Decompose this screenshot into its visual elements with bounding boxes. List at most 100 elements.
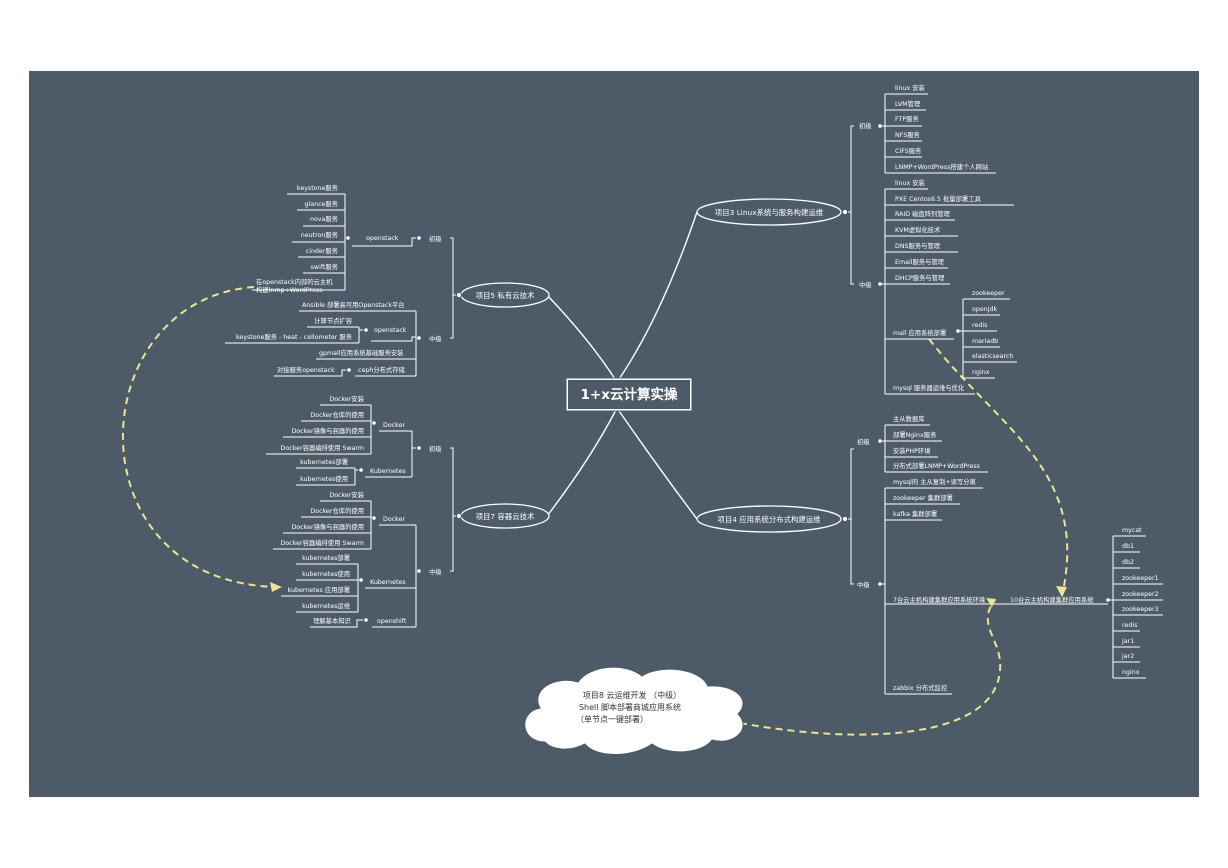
list-item: glance服务 [304, 199, 338, 208]
p7-g1-kube: Kubernetes [370, 468, 406, 475]
list-item: linux 安装 [895, 83, 926, 92]
list-item: neutron服务 [301, 230, 339, 239]
p5-ansible: Ansible 部署高可用Openstack平台 [302, 300, 405, 309]
list-item: Docker安装 [329, 394, 364, 403]
p5-ceph: ceph分布式存储 [358, 365, 406, 374]
arrow-head-icon [270, 582, 282, 592]
p7-g1-docker-items: Docker安装 Docker仓库的使用 Docker镜像与容器的使用 Dock… [266, 394, 371, 455]
list-item: db1 [1122, 543, 1134, 550]
list-item: 主从数据库 [893, 414, 924, 423]
list-item: kubernetes使用 [302, 569, 350, 578]
list-item: Docker容器编排使用 Swarm [281, 538, 364, 547]
p5-ceph-item: 对接服务openstack [277, 365, 335, 374]
list-item: Docker安装 [329, 490, 364, 499]
list-item: zookeeper 集群部署 [893, 493, 953, 502]
project5: 项目5 私有云技术 初级 openstack keystone服务 glance… [225, 183, 550, 377]
list-item: zookeeper [972, 290, 1005, 297]
list-item: cinder服务 [306, 246, 339, 255]
list-item: mycat [1122, 527, 1142, 534]
list-item: 分布式部署LNMP+WordPress [893, 461, 980, 470]
list-item: nginx [1122, 669, 1140, 676]
p4-g1-label: 初级 [857, 437, 870, 446]
arrow-head-icon [1056, 586, 1067, 597]
list-item: redis [972, 322, 987, 329]
list-item: PXE Centos6.5 批量部署工具 [895, 194, 981, 203]
list-item: zookeeper2 [1122, 591, 1159, 598]
list-item: jar2 [1121, 653, 1134, 660]
list-item: Docker仓库的使用 [310, 506, 364, 515]
list-item: KVM虚拟化技术 [895, 225, 941, 234]
p7-g2-label: 中级 [429, 567, 442, 576]
root-title: 1+x云计算实操 [581, 386, 678, 403]
list-item-line2: 构建lnmp+WordPress [256, 285, 323, 294]
list-item: swift服务 [311, 262, 339, 271]
p3-g1-label: 初级 [859, 121, 872, 130]
p3-mall-label: mall 应用系统部署 [893, 328, 946, 337]
p5-g1-openstack: openstack [366, 235, 399, 242]
list-item: linux 安装 [895, 178, 926, 187]
list-item: kubernetes部署 [300, 457, 348, 466]
project3-title: 项目3 Linux系统与服务构建运维 [715, 208, 824, 217]
project5-title: 项目5 私有云技术 [476, 291, 535, 300]
trunk-connectors [546, 211, 698, 520]
list-item: mariadb [972, 338, 998, 345]
list-item: kafka 集群部署 [893, 509, 937, 518]
list-item: FTP服务 [895, 114, 919, 123]
dashed-link-arrows [270, 582, 1067, 607]
project8-line2: Shell 脚本部署商城应用系统 [579, 702, 681, 712]
p5-gpmall: gpmall应用系统基础服务安装 [319, 348, 404, 357]
list-item: keystone服务 - heat - cellometer 服务 [236, 332, 353, 341]
p7-g2-kube: Kubernetes [370, 579, 406, 586]
list-item: Docker容器编排使用 Swarm [281, 443, 364, 452]
project4: 项目4 应用系统分布式构建运维 初级 主从数据库 部署Nginx服务 安装PHP… [696, 414, 1163, 695]
list-item: LVM管理 [895, 99, 921, 108]
project4-title: 项目4 应用系统分布式构建运维 [717, 515, 821, 524]
p7-g2-docker-items: Docker安装 Docker仓库的使用 Docker镜像与容器的使用 Dock… [273, 490, 371, 550]
list-item: DHCP服务与管理 [895, 273, 945, 282]
p7-g2-kube-items: kubernetes部署 kubernetes使用 kubernetes 应用部… [281, 553, 358, 613]
list-item: elasticsearch [972, 353, 1013, 360]
root-node[interactable]: 1+x云计算实操 [565, 377, 693, 412]
list-item: Docker仓库的使用 [310, 410, 364, 419]
list-item: NFS服务 [895, 130, 921, 139]
p7-openshift: openshift [377, 618, 407, 625]
p3-mall-items: zookeeper openjdk redis mariadb elastics… [963, 290, 1017, 379]
p4-zabbix: zabbix 分布式监控 [893, 683, 948, 692]
p5-g2-label: 中级 [429, 334, 442, 343]
list-item: Docker镜像与容器的使用 [292, 522, 364, 531]
p3-g1-items: linux 安装 LVM管理 FTP服务 NFS服务 CIFS服务 LNMP+W… [885, 83, 996, 174]
p4-g2-label: 中级 [857, 580, 870, 589]
p5-g2-openstack: openstack [374, 327, 407, 334]
p4-g2-items: mysql的 主从复制+读写分离 zookeeper 集群部署 kafka 集群… [885, 477, 983, 521]
p4-c10-label: 10台云主机构建集群应用系统 [1010, 595, 1094, 604]
p7-openshift-item: 理解基本知识 [313, 616, 351, 625]
dashed-link-p8-10host [739, 599, 1002, 736]
list-item: kubernetes 应用部署 [288, 585, 350, 594]
project3-node[interactable] [696, 198, 842, 226]
list-item: zookeeper3 [1122, 606, 1159, 613]
list-item: keystone服务 [297, 183, 339, 192]
p7-g1-docker: Docker [383, 422, 405, 429]
list-item-line1: 在openstack内部的云主机 [256, 277, 333, 286]
list-item: mysql的 主从复制+读写分离 [893, 477, 976, 486]
list-item: 部署Nginx服务 [893, 430, 937, 439]
list-item: Docker镜像与容器的使用 [292, 426, 364, 435]
list-item: db2 [1122, 559, 1134, 566]
project4-node[interactable] [696, 505, 842, 533]
project8-cloud[interactable]: 项目8 云运维开发 （中级） Shell 脚本部署商城应用系统 （单节点一键部署… [524, 666, 744, 755]
list-item: DNS服务与管理 [895, 241, 941, 250]
list-item: openjdk [972, 306, 997, 313]
list-item: kubernetes运维 [302, 601, 351, 610]
dashed-links [122, 286, 1069, 736]
list-item: Email服务与管理 [895, 257, 945, 266]
p7-g2-docker: Docker [383, 516, 405, 523]
project7-title: 项目7 容器云技术 [476, 512, 535, 521]
p3-mysql: mysql 服务器运维与优化 [893, 383, 965, 392]
list-item: nova服务 [310, 214, 339, 223]
project8-line3: （单节点一键部署） [576, 714, 648, 724]
list-item: RAID 磁盘阵列管理 [895, 209, 951, 218]
p3-g2-items: linux 安装 PXE Centos6.5 批量部署工具 RAID 磁盘阵列管… [885, 178, 1014, 285]
p4-c10-items: mycat db1 db2 zookeeper1 zookeeper2 zook… [1113, 527, 1163, 679]
project7: 项目7 容器云技术 初级 Docker Docker安装 Docker仓库的使用… [266, 394, 550, 628]
project8-line1: 项目8 云运维开发 （中级） [583, 690, 681, 700]
